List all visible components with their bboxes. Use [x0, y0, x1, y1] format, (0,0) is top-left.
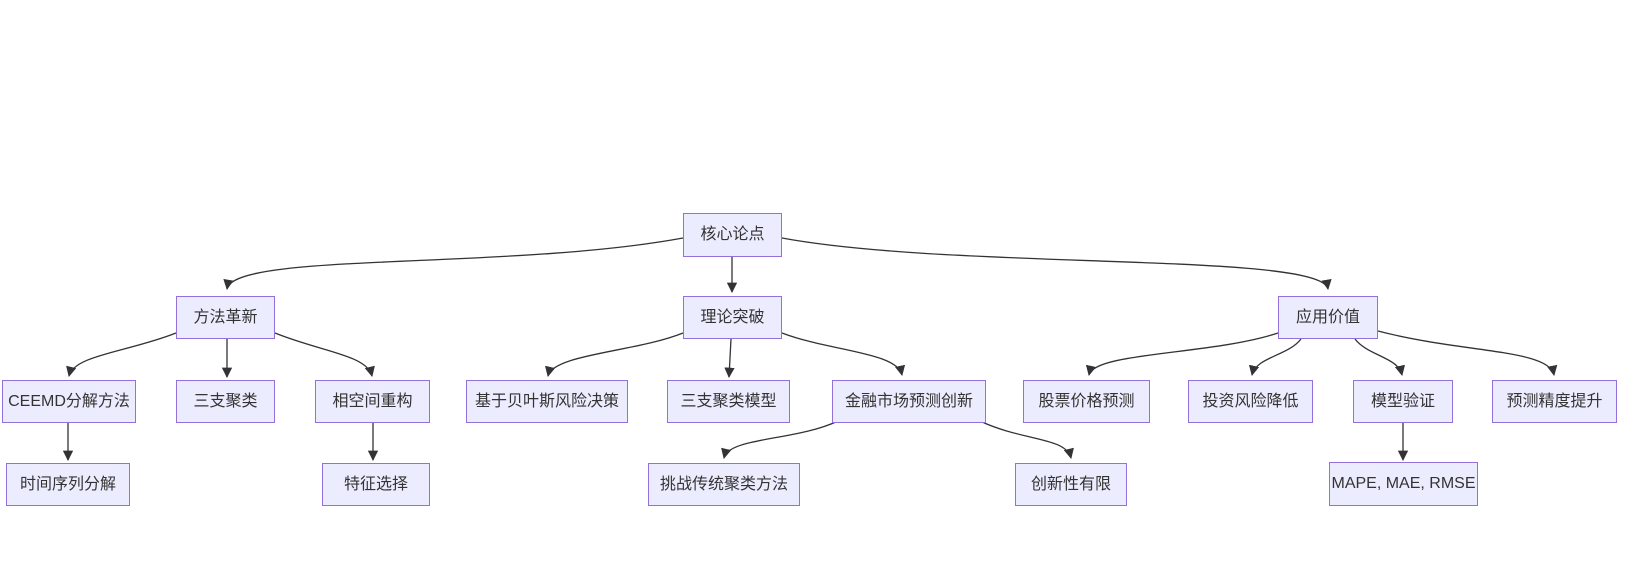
edge-financial-market-forecast-innovation-to-challenge-traditional-clustering: [721, 420, 839, 460]
node-method-innovation: 方法革新: [176, 296, 275, 339]
node-bayesian-risk-decision-label: 基于贝叶斯风险决策: [474, 392, 619, 410]
node-limited-innovation: 创新性有限: [1015, 463, 1127, 506]
edge-application-value-to-investment-risk-reduction: [1248, 338, 1302, 377]
node-financial-market-forecast-innovation: 金融市场预测创新: [832, 380, 986, 423]
edge-method-innovation-to-ceemd-decomposition: [66, 332, 177, 378]
node-core-thesis: 核心论点: [683, 213, 782, 257]
node-core-thesis-label: 核心论点: [700, 226, 765, 244]
node-phase-space-reconstruction-label: 相空间重构: [332, 392, 413, 410]
node-time-series-decomposition-label: 时间序列分解: [19, 475, 116, 493]
node-financial-market-forecast-innovation-label: 金融市场预测创新: [844, 392, 973, 410]
edge-theoretical-breakthrough-to-financial-market-forecast-innovation: [781, 332, 906, 377]
edge-application-value-to-model-validation: [1354, 338, 1406, 377]
node-method-innovation-label: 方法革新: [193, 308, 258, 326]
node-evaluation-metrics-label: MAPE, MAE, RMSE: [1331, 475, 1476, 493]
edge-theoretical-breakthrough-to-three-way-clustering-model: [724, 338, 735, 379]
node-stock-price-prediction-label: 股票价格预测: [1038, 392, 1135, 410]
node-feature-selection: 特征选择: [322, 463, 430, 506]
edge-application-value-to-forecast-accuracy-improvement: [1377, 330, 1558, 377]
edge-core-thesis-to-application-value: [781, 237, 1332, 291]
node-challenge-traditional-clustering-label: 挑战传统聚类方法: [659, 475, 788, 493]
node-limited-innovation-label: 创新性有限: [1030, 475, 1111, 493]
node-phase-space-reconstruction: 相空间重构: [315, 380, 430, 423]
node-three-way-clustering-label: 三支聚类: [193, 392, 258, 410]
node-ceemd-decomposition: CEEMD分解方法: [2, 380, 136, 423]
node-investment-risk-reduction-label: 投资风险降低: [1202, 392, 1299, 410]
node-challenge-traditional-clustering: 挑战传统聚类方法: [648, 463, 800, 506]
node-feature-selection-label: 特征选择: [343, 475, 408, 493]
node-three-way-clustering-model: 三支聚类模型: [667, 380, 790, 423]
node-ceemd-decomposition-label: CEEMD分解方法: [8, 392, 130, 410]
edge-core-thesis-to-method-innovation: [223, 237, 684, 291]
node-theoretical-breakthrough-label: 理论突破: [700, 308, 765, 326]
node-model-validation-label: 模型验证: [1370, 392, 1435, 410]
node-evaluation-metrics: MAPE, MAE, RMSE: [1329, 462, 1478, 506]
edge-theoretical-breakthrough-to-bayesian-risk-decision: [545, 332, 684, 378]
node-application-value: 应用价值: [1278, 296, 1378, 339]
node-three-way-clustering-model-label: 三支聚类模型: [680, 392, 777, 410]
node-theoretical-breakthrough: 理论突破: [683, 296, 782, 339]
node-bayesian-risk-decision: 基于贝叶斯风险决策: [466, 380, 628, 423]
node-three-way-clustering: 三支聚类: [176, 380, 275, 423]
node-application-value-label: 应用价值: [1295, 308, 1360, 326]
node-investment-risk-reduction: 投资风险降低: [1188, 380, 1313, 423]
edge-application-value-to-stock-price-prediction: [1085, 332, 1279, 377]
node-model-validation: 模型验证: [1353, 380, 1453, 423]
node-forecast-accuracy-improvement: 预测精度提升: [1492, 380, 1617, 423]
node-time-series-decomposition: 时间序列分解: [6, 463, 130, 506]
node-forecast-accuracy-improvement-label: 预测精度提升: [1506, 392, 1603, 410]
edge-financial-market-forecast-innovation-to-limited-innovation: [979, 420, 1074, 460]
edge-method-innovation-to-phase-space-reconstruction: [274, 332, 375, 378]
node-stock-price-prediction: 股票价格预测: [1023, 380, 1150, 423]
